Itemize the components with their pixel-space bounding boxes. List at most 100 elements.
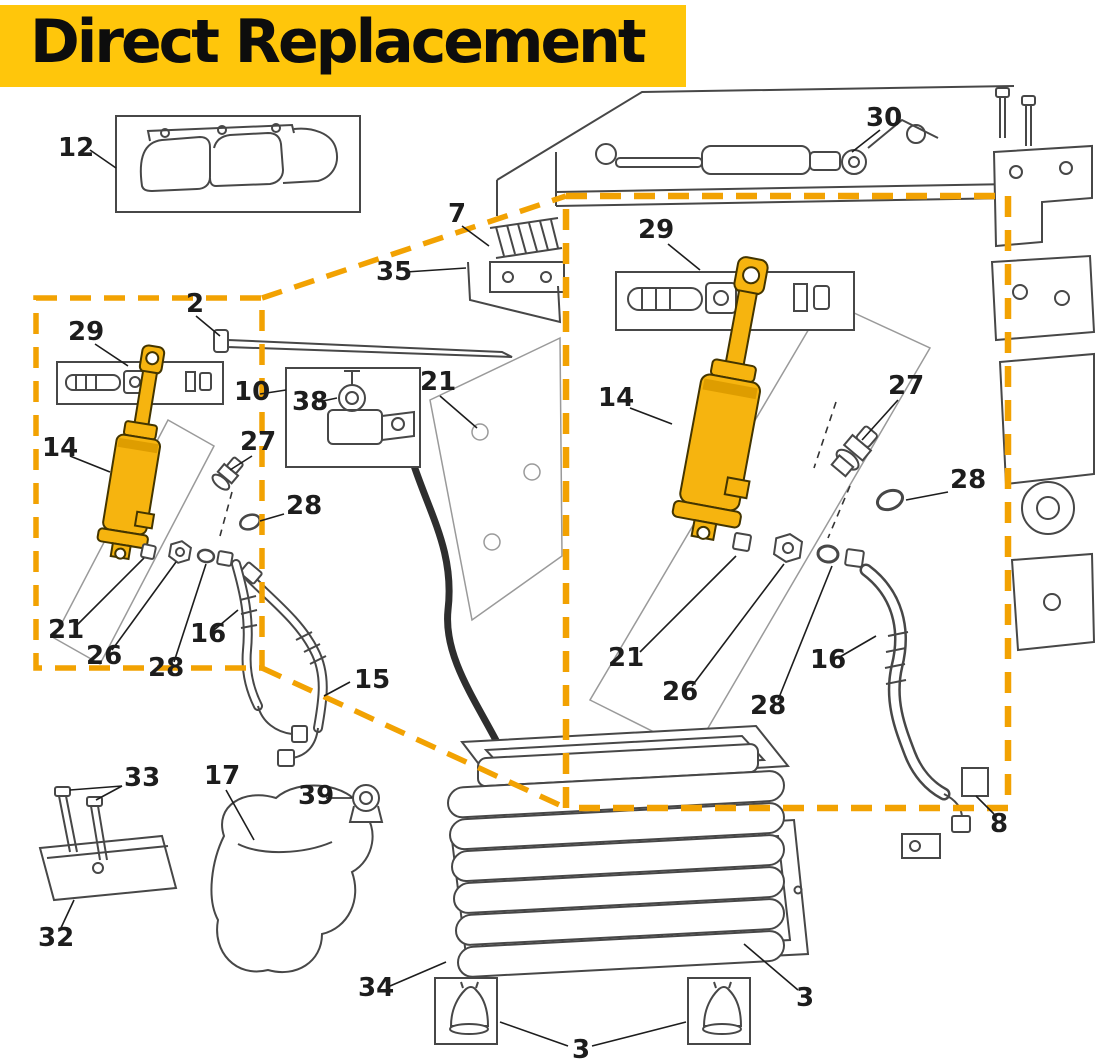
zoom-connector-bottom [260,665,568,811]
leader-line [75,557,145,627]
leader-line [259,389,287,395]
leader-line [59,899,75,931]
title-highlight: Direct Replacement [0,5,686,87]
bumper-box-left-3 [434,977,498,1045]
plate-32 [38,834,178,902]
leader-line [173,563,207,663]
bellows-34 [447,743,785,978]
leader-line [777,565,833,701]
bumper-box-right-3 [687,977,751,1045]
leader-line [195,315,221,337]
part-label-15: 15 [354,665,390,695]
part-label-12: 12 [58,133,94,163]
part-label-34: 34 [358,973,394,1003]
leader-line [323,681,351,697]
part-label-14: 14 [42,433,78,463]
leader-line [691,563,785,687]
fittings-right [732,401,905,568]
part-label-3: 3 [572,1035,590,1062]
hydraulic-cylinder-left [96,344,166,561]
leader-line [317,397,338,403]
part-label-26: 26 [662,677,698,707]
main-dark-hose [400,429,520,786]
leader-line [629,407,673,425]
hose-16-right [859,563,971,833]
leader-line [667,243,701,271]
part-label-28: 28 [750,691,786,721]
leader-line [213,609,239,631]
part-label-17: 17 [204,761,240,791]
top-frame [496,85,1015,216]
leader-line [389,961,447,987]
part-label-39: 39 [298,781,334,811]
leader-line [499,1021,569,1047]
leader-line [591,1021,687,1047]
valve-box-10 [285,367,421,468]
part-label-27: 27 [888,371,924,401]
leader-line [639,555,737,653]
hose-15 [239,561,328,767]
leader-line [229,455,253,471]
part-label-38: 38 [292,387,328,417]
part-label-16: 16 [190,619,226,649]
bracket-35 [467,261,562,324]
part-label-21: 21 [48,615,84,645]
leader-line [94,343,129,367]
detail-box-right [562,192,1012,812]
part-label-29: 29 [638,215,674,245]
leader-line [89,149,117,169]
right-edge-parts [901,87,1096,859]
part-label-35: 35 [376,257,412,287]
part-label-16: 16 [810,645,846,675]
tank-17-seam [237,841,333,853]
leader-line [95,785,123,801]
part-label-26: 26 [86,641,122,671]
page-title: Direct Replacement [30,7,647,77]
part-label-33: 33 [124,763,160,793]
leader-line [405,267,467,273]
zoom-connector-top [261,193,567,301]
part-label-29: 29 [68,317,104,347]
tank-17 [210,784,374,974]
leader-line [837,635,877,659]
detail-box-left [33,295,265,671]
part-label-3: 3 [796,983,814,1013]
leader-line [851,129,881,153]
leader-line [259,513,285,522]
part-label-30: 30 [866,103,902,133]
leader-line [225,789,255,841]
part-label-27: 27 [240,427,276,457]
part-label-8: 8 [990,809,1008,839]
part-label-21: 21 [608,643,644,673]
part-label-28: 28 [148,653,184,683]
cap-39 [348,784,384,823]
bolts-33 [54,786,108,861]
leader-line [69,455,111,473]
bracket-box-12 [115,115,361,213]
part-label-10: 10 [234,377,270,407]
spring-assembly-7 [489,217,565,293]
part-label-28: 28 [286,491,322,521]
leader-line [111,561,177,651]
part-label-28: 28 [950,465,986,495]
leader-line [861,399,899,441]
leader-line [975,795,995,815]
leader-line [69,785,123,791]
zoom-dashed-boxes [33,192,1012,812]
rod-assembly-30 [595,143,867,175]
part-label-7: 7 [448,199,466,229]
fittings-left [140,456,261,567]
part-label-14: 14 [598,383,634,413]
rod-2 [213,329,513,358]
part-label-32: 32 [38,923,74,953]
leader-line [461,225,490,247]
leader-line [905,491,949,501]
part-label-2: 2 [186,289,204,319]
hose-16-left [231,559,308,743]
leader-line [743,943,799,991]
leader-line [439,395,478,429]
part-label-21: 21 [420,367,456,397]
